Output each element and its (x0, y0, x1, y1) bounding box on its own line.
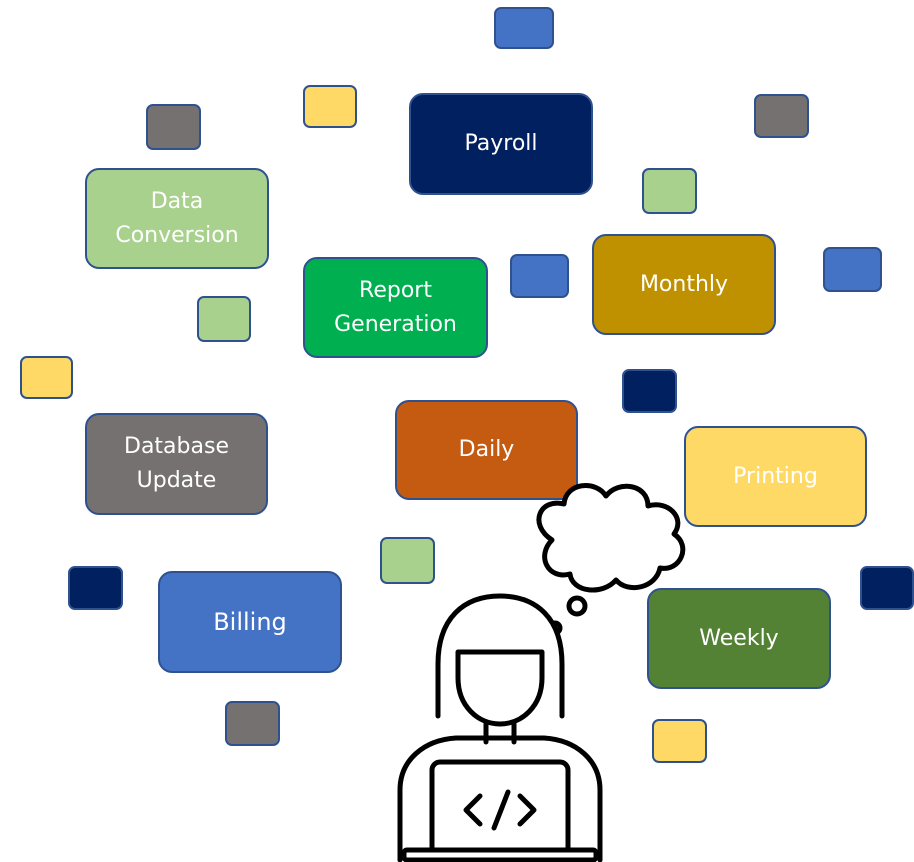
database-update-box: Database Update (85, 413, 268, 515)
billing-box: Billing (158, 571, 342, 673)
decor-square-gray (146, 104, 201, 150)
code-brackets-icon (463, 789, 537, 831)
weekly-label: Weekly (699, 625, 779, 651)
data-conversion-label: Data Conversion (115, 188, 239, 248)
thought-bubble-icon (536, 483, 686, 593)
decor-square-light-green (642, 168, 697, 214)
decor-square-gray (225, 701, 280, 746)
decor-square-light-green (197, 296, 251, 342)
decor-square-yellow (652, 719, 707, 763)
printing-label: Printing (733, 463, 818, 489)
decor-square-gray (754, 94, 809, 138)
monthly-box: Monthly (592, 234, 776, 335)
monthly-label: Monthly (639, 271, 729, 297)
printing-box: Printing (684, 426, 867, 527)
daily-label: Daily (458, 437, 515, 462)
decor-square-blue (494, 7, 554, 49)
billing-label: Billing (213, 608, 287, 636)
decor-square-navy (622, 369, 677, 413)
weekly-box: Weekly (647, 588, 831, 689)
decor-square-yellow (303, 85, 357, 128)
payroll-box: Payroll (409, 93, 593, 195)
payroll-label: Payroll (464, 131, 538, 156)
face-outline (455, 649, 545, 727)
decor-square-navy (860, 566, 914, 610)
decor-square-yellow (20, 356, 73, 399)
laptop-base (401, 847, 599, 862)
report-generation-label: Report Generation (334, 277, 457, 337)
decor-square-blue (823, 247, 882, 292)
decor-square-navy (68, 566, 123, 610)
report-generation-box: Report Generation (303, 257, 488, 358)
daily-box: Daily (395, 400, 578, 500)
database-update-label: Database Update (124, 434, 229, 493)
thought-dot-large (566, 595, 588, 617)
decor-square-light-green (380, 537, 435, 584)
decor-square-blue (510, 254, 569, 298)
body-outline (397, 735, 603, 862)
data-conversion-box: Data Conversion (85, 168, 269, 269)
